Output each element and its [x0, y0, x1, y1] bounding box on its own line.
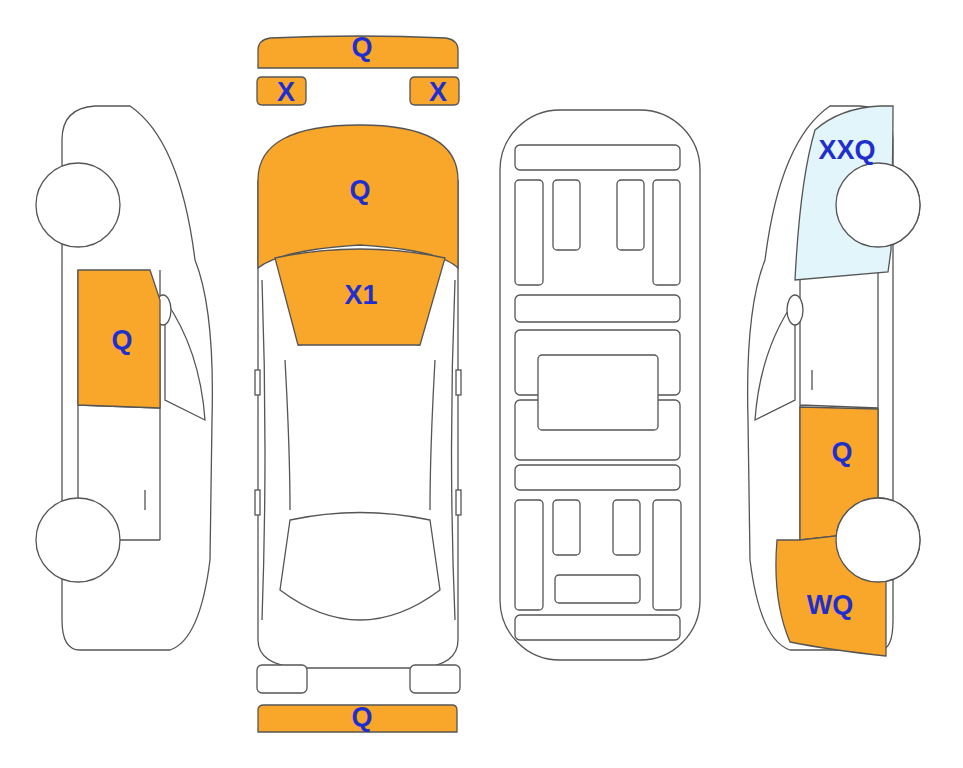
outline-rect — [538, 355, 658, 430]
front-bumper: Q — [255, 34, 461, 72]
damaged-panel — [410, 77, 459, 105]
outline-rect — [515, 145, 680, 170]
outline-ellipse — [787, 295, 803, 325]
outline-rect — [257, 665, 307, 693]
front-fender: XXQ — [785, 100, 925, 282]
outline-rect — [515, 180, 543, 285]
panel-shape — [785, 100, 925, 282]
outline-rect — [515, 295, 680, 322]
damaged-panel — [258, 125, 458, 268]
front-door: Q — [75, 265, 167, 412]
wheel — [836, 498, 920, 582]
outline-path — [280, 513, 440, 621]
damage-code: X — [277, 79, 295, 106]
wheel — [36, 163, 120, 247]
damage-code: Q — [351, 704, 372, 731]
damaged-panel — [78, 270, 160, 408]
damaged-panel — [257, 77, 306, 105]
wheel — [836, 498, 920, 582]
outline-rect — [653, 180, 680, 285]
outline-rect — [553, 500, 580, 555]
outline-rect — [653, 500, 681, 610]
damaged-panel — [275, 249, 445, 345]
outline-rect — [613, 500, 640, 555]
headlight: X — [407, 74, 461, 108]
outline-rect — [617, 180, 644, 250]
outline-rect — [456, 370, 461, 395]
wheel — [836, 498, 885, 545]
damage-code: X1 — [344, 282, 377, 309]
underbody-view — [500, 110, 700, 660]
outline-path — [285, 340, 435, 510]
outline-rect — [553, 180, 580, 250]
damage-code: Q — [111, 327, 132, 354]
wheel — [836, 163, 920, 247]
headlight: X — [254, 74, 308, 108]
damage-code: WQ — [807, 592, 854, 619]
damage-code: Q — [351, 34, 372, 61]
damage-code: XXQ — [818, 137, 875, 164]
damage-code: X — [429, 79, 447, 106]
top-view — [255, 180, 461, 693]
wheel — [836, 163, 920, 247]
outline-rect — [456, 490, 461, 515]
outline-rect — [515, 465, 680, 490]
damage-code: Q — [349, 177, 370, 204]
rear-bumper: Q — [255, 701, 461, 737]
hood: Q — [255, 120, 461, 270]
outline-rect — [515, 500, 543, 610]
outline-rect — [500, 110, 700, 660]
rear-quarter-panel: WQ — [768, 495, 923, 660]
panel-shape — [768, 495, 923, 660]
outline-rect — [515, 615, 680, 640]
outline-rect — [555, 575, 640, 603]
windshield: X1 — [270, 235, 450, 350]
outline-rect — [410, 665, 460, 693]
left-side-view — [36, 106, 212, 650]
outline-rect — [255, 370, 260, 395]
damage-code: Q — [831, 439, 852, 466]
outline-path — [165, 300, 205, 420]
outline-rect — [255, 490, 260, 515]
wheel — [36, 498, 120, 582]
